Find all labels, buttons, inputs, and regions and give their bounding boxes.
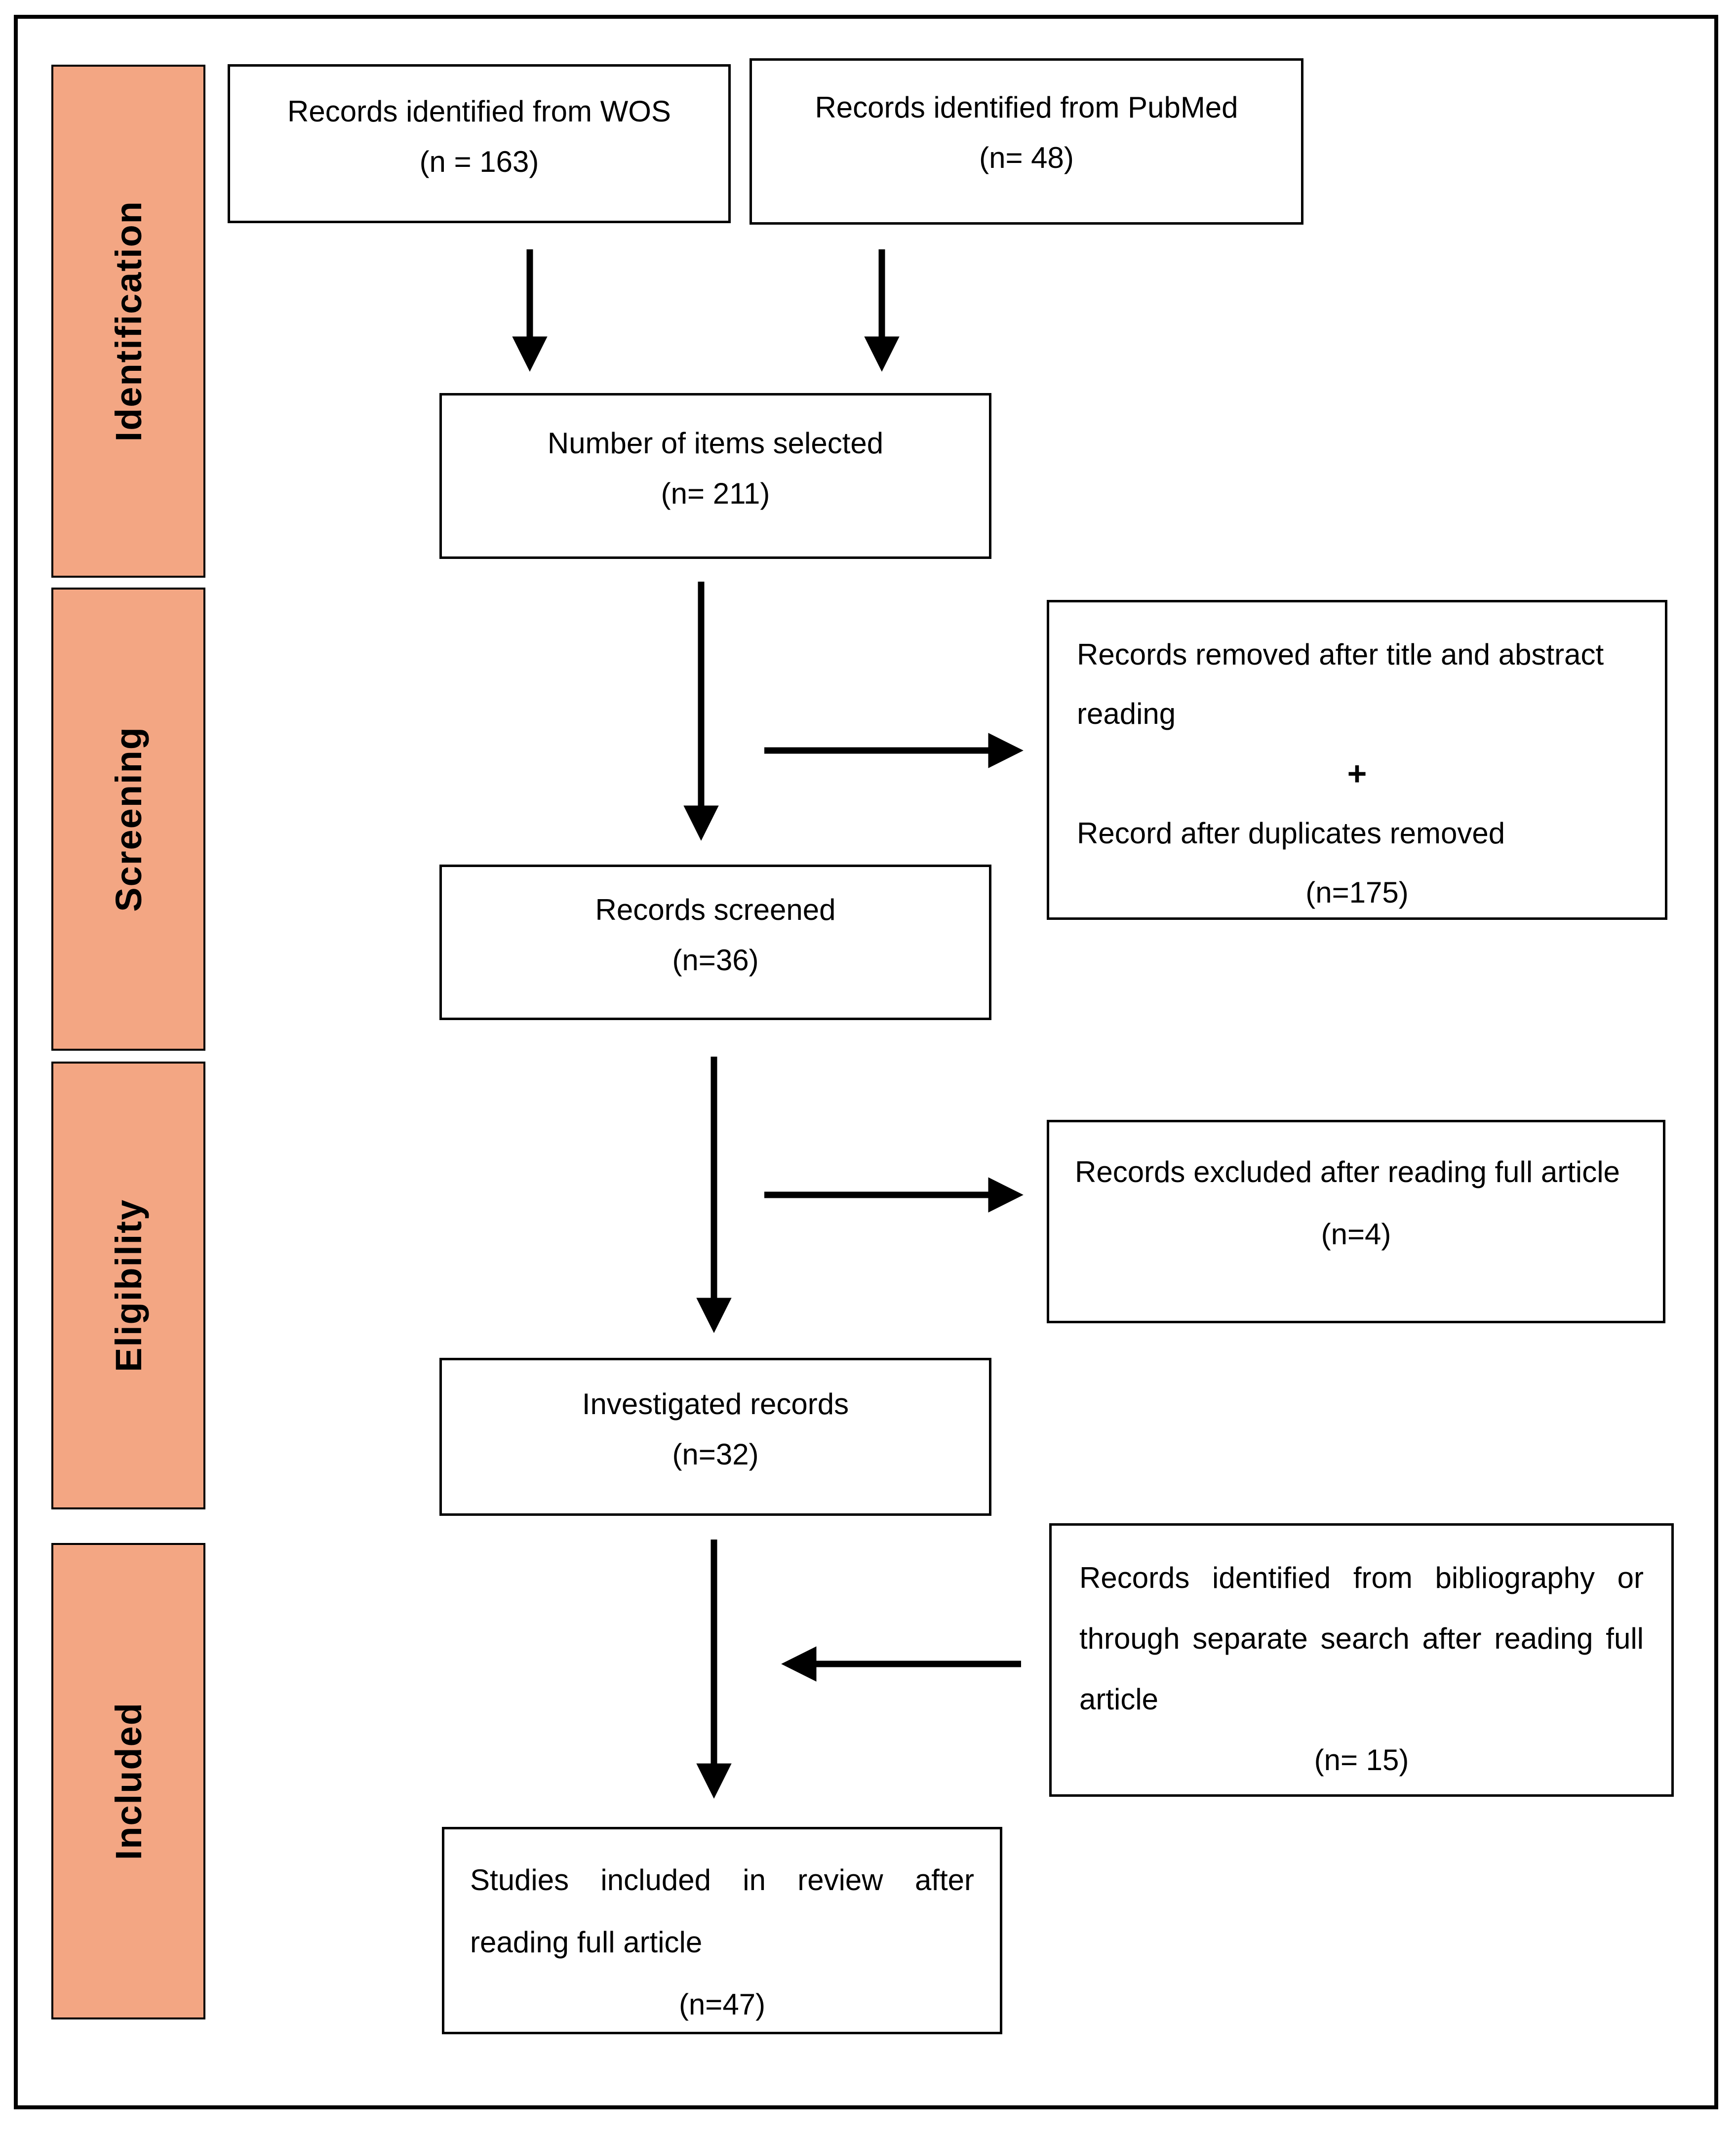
stage-screening-label: Screening bbox=[108, 726, 149, 912]
box-studies-included-text: Studies included in review after reading… bbox=[470, 1863, 974, 1959]
box-records-pubmed-count: (n= 48) bbox=[979, 141, 1074, 174]
box-investigated-records: Investigated records (n=32) bbox=[439, 1358, 991, 1516]
box-studies-included-count: (n=47) bbox=[678, 1988, 766, 2021]
box-items-selected-count: (n= 211) bbox=[661, 477, 770, 510]
box-records-removed: Records removed after title and abstract… bbox=[1047, 600, 1667, 920]
box-records-wos-count: (n = 163) bbox=[419, 145, 539, 178]
box-records-screened-count: (n=36) bbox=[672, 944, 759, 977]
box-records-pubmed-text: Records identified from PubMed bbox=[815, 91, 1238, 124]
box-investigated-records-count: (n=32) bbox=[672, 1438, 759, 1471]
plus-sign: + bbox=[1347, 755, 1367, 792]
box-records-screened: Records screened (n=36) bbox=[439, 865, 991, 1020]
box-studies-included: Studies included in review after reading… bbox=[442, 1827, 1002, 2034]
box-records-removed-text1: Records removed after title and abstract… bbox=[1077, 638, 1604, 730]
box-investigated-records-text: Investigated records bbox=[582, 1387, 849, 1421]
box-records-pubmed: Records identified from PubMed (n= 48) bbox=[750, 58, 1303, 225]
box-records-bibliography-text: Records identified from bibliography or … bbox=[1079, 1561, 1644, 1716]
box-records-wos-text: Records identified from WOS bbox=[287, 95, 671, 128]
stage-identification: Identification bbox=[51, 65, 205, 578]
box-items-selected: Number of items selected (n= 211) bbox=[439, 393, 991, 559]
stage-identification-label: Identification bbox=[108, 200, 149, 442]
box-records-screened-text: Records screened bbox=[595, 893, 836, 926]
box-records-excluded: Records excluded after reading full arti… bbox=[1047, 1120, 1665, 1323]
stage-included-label: Included bbox=[108, 1702, 149, 1860]
box-records-removed-text2: Record after duplicates removed bbox=[1077, 817, 1505, 850]
box-records-excluded-text: Records excluded after reading full arti… bbox=[1075, 1155, 1620, 1188]
stage-eligibility-label: Eligibility bbox=[108, 1199, 149, 1372]
stage-screening: Screening bbox=[51, 588, 205, 1051]
stage-eligibility: Eligibility bbox=[51, 1062, 205, 1509]
box-records-removed-count: (n=175) bbox=[1305, 876, 1409, 909]
box-records-excluded-count: (n=4) bbox=[1321, 1218, 1391, 1251]
stage-included: Included bbox=[51, 1543, 205, 2019]
box-records-bibliography-count: (n= 15) bbox=[1314, 1743, 1409, 1777]
box-items-selected-text: Number of items selected bbox=[547, 427, 884, 460]
box-records-wos: Records identified from WOS (n = 163) bbox=[228, 64, 731, 223]
box-records-bibliography: Records identified from bibliography or … bbox=[1049, 1523, 1674, 1797]
